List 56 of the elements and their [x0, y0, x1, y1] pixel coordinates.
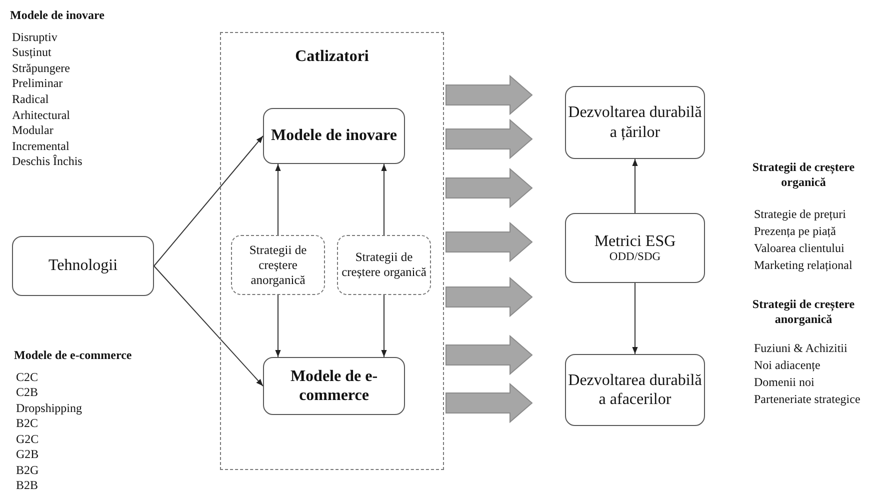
list-item: C2B — [16, 385, 38, 400]
arrow — [632, 282, 638, 354]
dashed-process-box — [337, 235, 431, 295]
list-item: Susținut — [12, 45, 52, 60]
list-item: Fuziuni & Achizitii — [754, 341, 848, 356]
list-item: Arhitectural — [12, 108, 70, 123]
list-item: Deschis Închis — [12, 154, 82, 170]
list-item: B2G — [16, 462, 39, 478]
node-label: Modele de e-commerce — [289, 366, 379, 406]
list-item: Preliminar — [12, 76, 63, 92]
list-item: G2B — [16, 447, 39, 462]
node-label: Strategii de creștere organică — [340, 250, 428, 280]
arrow — [381, 294, 387, 358]
heading: Modele de inovare — [10, 8, 104, 23]
list-item: B2C — [16, 416, 38, 431]
node-label: Metrici ESG — [594, 232, 676, 251]
node-label: Modele de inovare — [271, 126, 397, 146]
list-item: Valoarea clientului — [754, 241, 844, 256]
list-item: Străpungere — [12, 60, 70, 76]
process-box — [565, 354, 705, 426]
process-box — [263, 357, 405, 415]
arrow — [154, 136, 264, 266]
arrow — [632, 158, 638, 214]
heading: Strategii de creștere anorganică — [751, 297, 856, 327]
arrow — [275, 294, 281, 358]
node-label: Dezvoltarea durabilă a afacerilor — [567, 370, 703, 410]
group-title: Catlizatori — [295, 47, 369, 66]
node-label: Tehnologii — [48, 256, 118, 276]
list-item: B2B — [16, 478, 38, 493]
heading: Strategii de creștere organică — [751, 160, 856, 190]
list-item: Incremental — [12, 138, 70, 154]
process-box — [12, 236, 154, 296]
node-label: Dezvoltarea durabilă a țărilor — [567, 103, 703, 142]
process-box — [565, 213, 705, 283]
node-label: ODD/SDG — [609, 250, 661, 264]
list-item: Parteneriate strategice — [754, 392, 860, 407]
dashed-group-box — [220, 32, 444, 470]
list-item: Dropshipping — [16, 400, 82, 416]
arrow — [154, 266, 264, 386]
process-box — [565, 86, 705, 159]
list-item: Marketing relațional — [754, 258, 852, 273]
list-item: Domenii noi — [754, 375, 814, 390]
arrow — [275, 164, 281, 236]
list-item: Modular — [12, 123, 54, 138]
list-item: Radical — [12, 92, 49, 107]
node-label: Strategii de creștere anorganică — [248, 242, 308, 288]
process-box — [263, 108, 405, 164]
list-item: G2C — [16, 432, 39, 446]
list-item: Strategie de prețuri — [754, 207, 846, 222]
dashed-process-box — [231, 235, 325, 295]
list-item: C2C — [16, 370, 38, 384]
list-item: Prezența pe piață — [754, 224, 836, 239]
heading: Modele de e-commerce — [14, 348, 132, 363]
arrow — [381, 164, 387, 236]
list-item: Noi adiacențe — [754, 358, 820, 373]
list-item: Disruptiv — [12, 30, 58, 45]
